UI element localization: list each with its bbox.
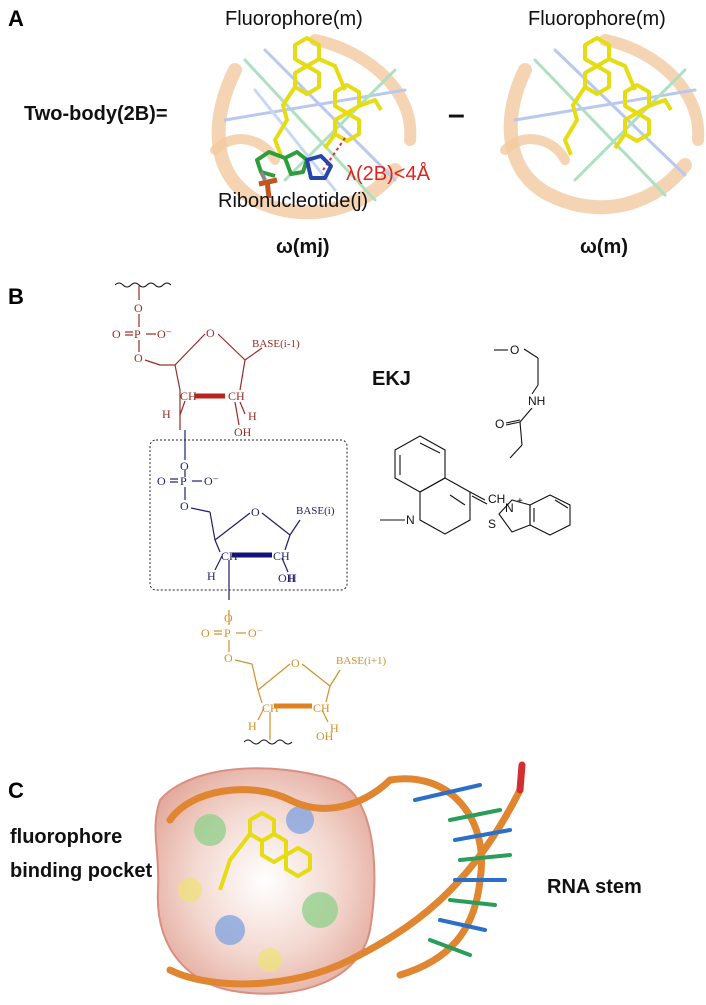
- residue-mid: [170, 430, 301, 600]
- wavy-bond-top: [114, 282, 172, 288]
- svg-text:OH: OH: [234, 425, 252, 439]
- svg-text:H: H: [288, 571, 297, 585]
- svg-text:O: O: [495, 417, 504, 431]
- svg-text:OH: OH: [278, 571, 296, 585]
- svg-text:O: O: [180, 499, 189, 513]
- svg-text:O: O: [201, 626, 210, 640]
- residue-top-labels: O O P O⁻ O O BASE(i-1) CH CH H H OH: [112, 301, 300, 439]
- svg-text:BASE(i-1): BASE(i-1): [252, 338, 300, 350]
- panel-b-letter: B: [8, 284, 24, 309]
- svg-text:O: O: [206, 326, 215, 340]
- svg-text:H: H: [207, 569, 216, 583]
- svg-text:O: O: [224, 651, 233, 665]
- svg-text:O: O: [134, 351, 143, 365]
- fluorophore-ribonucleotide-complex: [210, 34, 417, 220]
- residue-top: [125, 286, 263, 430]
- svg-text:H: H: [248, 719, 257, 733]
- svg-text:CH: CH: [221, 549, 238, 563]
- ekj-label: EKJ: [372, 368, 411, 390]
- wavy-bond-bottom: [243, 739, 293, 745]
- svg-text:OH: OH: [316, 729, 334, 743]
- svg-text:O: O: [251, 505, 260, 519]
- svg-text:BASE(i): BASE(i): [296, 505, 335, 517]
- svg-text:O: O: [224, 611, 233, 625]
- residue-bot-labels: O O P O⁻ O O BASE(i+1) CH CH H H OH: [201, 611, 387, 743]
- svg-text:CH: CH: [488, 492, 505, 506]
- svg-text:CH: CH: [313, 701, 330, 715]
- svg-text:CH: CH: [228, 389, 245, 403]
- rna-backbone-ekj-diagram: O O P O⁻ O O BASE(i-1) CH CH H H OH O O: [112, 282, 571, 745]
- ekj-structure: O NH O N CH N + S: [380, 343, 571, 536]
- svg-text:O: O: [134, 301, 143, 315]
- svg-text:S: S: [488, 517, 496, 531]
- panel-c-letter: C: [8, 778, 24, 803]
- svg-text:O: O: [291, 656, 300, 670]
- residue-mid-labels: O O P O⁻ O O BASE(i) CH CH H H OH: [157, 459, 335, 585]
- svg-text:O: O: [180, 459, 189, 473]
- rna-aptamer-3d-render: [154, 761, 526, 995]
- svg-text:NH: NH: [528, 394, 545, 408]
- rna-stem-label: RNA stem: [547, 876, 642, 898]
- fluorophore-label-right: Fluorophore(m): [528, 8, 666, 30]
- svg-text:CH: CH: [262, 701, 279, 715]
- residue-bot: [214, 610, 341, 740]
- fluorophore-alone-structure: [500, 34, 705, 215]
- svg-text:CH: CH: [180, 389, 197, 403]
- svg-text:O: O: [510, 343, 519, 357]
- svg-text:H: H: [162, 407, 171, 421]
- svg-text:H: H: [330, 721, 339, 735]
- svg-text:CH: CH: [273, 549, 290, 563]
- pocket-label-line1: fluorophore: [10, 826, 123, 848]
- pocket-label-line2: binding pocket: [10, 860, 153, 882]
- ribonucleotide-label: Ribonucleotide(j): [218, 190, 369, 212]
- svg-text:O⁻: O⁻: [204, 474, 219, 488]
- svg-text:P: P: [134, 327, 141, 341]
- svg-text:P: P: [224, 626, 231, 640]
- svg-text:N: N: [406, 513, 415, 527]
- minus-sign: –: [448, 98, 465, 131]
- omega-mj-label: ω(mj): [276, 236, 330, 258]
- panel-a-letter: A: [8, 6, 24, 31]
- svg-text:O: O: [157, 474, 166, 488]
- omega-m-label: ω(m): [580, 236, 628, 258]
- svg-text:O⁻: O⁻: [248, 626, 263, 640]
- highlight-box: [149, 439, 348, 591]
- svg-text:O: O: [112, 327, 121, 341]
- svg-text:O⁻: O⁻: [157, 327, 172, 341]
- svg-text:P: P: [180, 474, 187, 488]
- fluorophore-label-left: Fluorophore(m): [225, 8, 363, 30]
- svg-text:H: H: [248, 409, 257, 423]
- two-body-label: Two-body(2B)=: [24, 103, 168, 125]
- distance-label: λ(2B)<4Å: [346, 163, 430, 185]
- svg-text:N: N: [505, 501, 514, 515]
- svg-text:BASE(i+1): BASE(i+1): [336, 655, 387, 667]
- svg-text:+: +: [517, 496, 523, 507]
